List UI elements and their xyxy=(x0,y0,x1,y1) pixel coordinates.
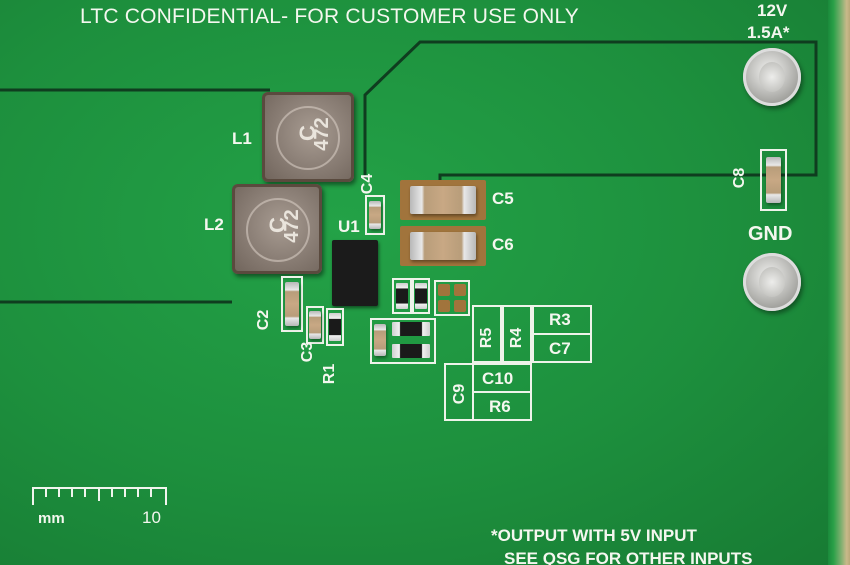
footnote-line-1: *OUTPUT WITH 5V INPUT xyxy=(491,526,697,545)
ruler-unit-label: mm xyxy=(38,510,65,527)
c4-outline xyxy=(365,195,385,235)
ruler-tick xyxy=(124,487,126,497)
inductor-mark-bottom: 472 xyxy=(281,209,303,243)
trace-output-loop xyxy=(363,40,818,188)
inductor-ring xyxy=(246,198,310,262)
c7-label: C7 xyxy=(549,339,571,358)
c3-label: C3 xyxy=(299,341,317,363)
small-capacitor xyxy=(374,324,386,356)
r1-outline xyxy=(326,308,344,346)
small-part-group-outline xyxy=(370,318,436,364)
r4-footprint xyxy=(502,305,532,363)
c3-outline xyxy=(306,306,324,344)
ruler-tick xyxy=(71,487,73,497)
c7-footprint xyxy=(532,333,592,363)
ruler-tick xyxy=(137,487,139,497)
c3-capacitor xyxy=(309,311,321,339)
r6-footprint xyxy=(472,391,532,421)
l2-label: L2 xyxy=(204,215,224,234)
inductor-ring xyxy=(276,106,340,170)
small-resistor xyxy=(392,344,430,358)
empty-pad xyxy=(438,300,450,312)
u1-label: U1 xyxy=(338,217,360,236)
small-part-outline xyxy=(392,278,412,314)
r1-resistor xyxy=(329,313,341,341)
small-part-outline xyxy=(412,278,430,314)
vout-terminal[interactable] xyxy=(743,48,801,106)
footnote-line-2: SEE QSG FOR OTHER INPUTS xyxy=(504,549,753,565)
current-label: 1.5A* xyxy=(747,23,790,42)
ruler-tick xyxy=(45,487,47,497)
empty-pad xyxy=(454,284,466,296)
small-resistor xyxy=(392,322,430,336)
empty-footprint xyxy=(434,280,470,316)
ruler-scale-label: 10 xyxy=(142,508,161,527)
l1-inductor: C 472 xyxy=(262,92,354,182)
c5-capacitor xyxy=(410,186,476,214)
ruler-tick xyxy=(111,487,113,497)
board-edge xyxy=(828,0,850,565)
r4-label: R4 xyxy=(508,327,526,349)
confidential-header: LTC CONFIDENTIAL- FOR CUSTOMER USE ONLY xyxy=(80,5,580,28)
gnd-terminal[interactable] xyxy=(743,253,801,311)
empty-pad xyxy=(438,284,450,296)
ruler-tick-major xyxy=(165,487,167,505)
small-resistor xyxy=(396,283,408,309)
u1-ic xyxy=(332,240,378,306)
l1-label: L1 xyxy=(232,129,252,148)
r5-label: R5 xyxy=(478,327,496,349)
voltage-label: 12V xyxy=(757,1,788,20)
r5-footprint xyxy=(472,305,502,363)
c4-label: C4 xyxy=(359,173,377,195)
c8-capacitor xyxy=(766,157,781,203)
c4-capacitor xyxy=(369,201,381,229)
r1-label: R1 xyxy=(321,363,339,385)
gnd-label: GND xyxy=(748,223,793,245)
c10-label: C10 xyxy=(482,369,514,388)
c2-outline xyxy=(281,276,303,332)
ruler-tick-mid xyxy=(98,487,100,501)
c6-capacitor xyxy=(410,232,476,260)
ruler-tick-major xyxy=(32,487,34,505)
c8-label: C8 xyxy=(731,167,749,189)
r6-label: R6 xyxy=(489,397,511,416)
ruler-tick xyxy=(150,487,152,497)
c2-label: C2 xyxy=(255,309,273,331)
terminal-post xyxy=(759,62,785,92)
ruler-tick xyxy=(58,487,60,497)
c2-capacitor xyxy=(285,282,299,326)
l2-inductor: C 472 xyxy=(232,184,322,274)
ruler-tick xyxy=(84,487,86,497)
terminal-post xyxy=(759,267,785,297)
c8-outline xyxy=(760,149,787,211)
inductor-mark-bottom: 472 xyxy=(311,117,333,151)
c9-label: C9 xyxy=(451,383,469,405)
small-resistor xyxy=(415,283,427,309)
empty-pad xyxy=(454,300,466,312)
r3-label: R3 xyxy=(549,310,571,329)
c6-label: C6 xyxy=(492,235,514,254)
c5-label: C5 xyxy=(492,189,514,208)
